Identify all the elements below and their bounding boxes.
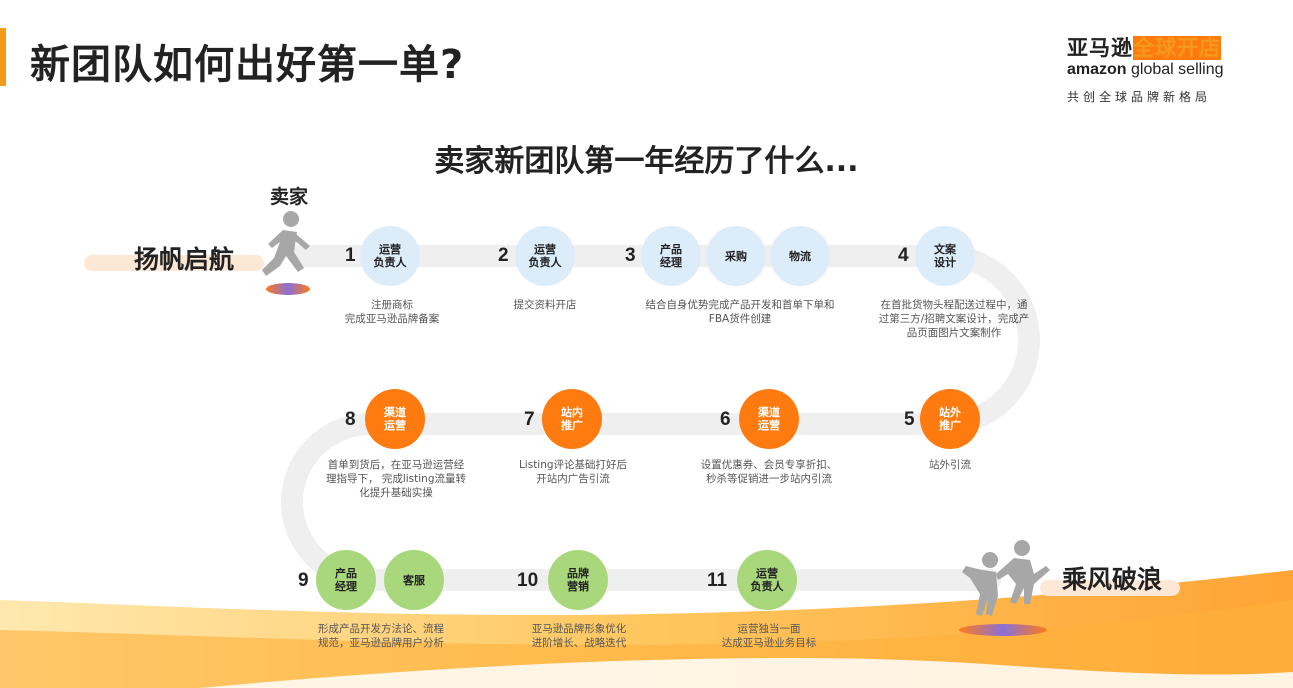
step-number: 6 [720, 409, 731, 430]
step-number: 1 [345, 245, 356, 266]
step-number: 10 [517, 570, 539, 591]
role-node: 运营 负责人 [737, 550, 797, 610]
role-node: 运营 负责人 [360, 226, 420, 286]
role-node: 渠道 运营 [739, 389, 799, 449]
step-description: 形成产品开发方法论、流程 规范，亚马逊品牌用户分析 [318, 623, 444, 649]
step-number: 7 [524, 409, 535, 430]
step-description: 运营独当一面 达成亚马逊业务目标 [721, 623, 817, 649]
role-node: 客服 [384, 550, 444, 610]
step-number: 4 [898, 245, 909, 266]
role-node: 产品 经理 [641, 226, 701, 286]
seller-label: 卖家 [270, 186, 309, 208]
step-number: 8 [345, 409, 356, 430]
section-subtitle: 卖家新团队第一年经历了什么... [434, 144, 859, 179]
step-description: 首单到货后，在亚马逊运营经 理指导下， 完成listing流量转 化提升基础实操 [326, 459, 466, 499]
end-label: 乘风破浪 [1062, 565, 1163, 594]
page-title: 新团队如何出好第一单? [30, 42, 465, 88]
role-node: 文案 设计 [915, 226, 975, 286]
step-description: 结合自身优势完成产品开发和首单下单和 FBA货件创建 [645, 299, 835, 325]
step-number: 5 [904, 409, 915, 430]
logo-en-text: amazon global selling [1067, 61, 1224, 78]
logo-cn-text: 亚马逊全球开店 [1067, 36, 1221, 60]
celebrating-people-icon [959, 540, 1050, 636]
role-node: 品牌 营销 [548, 550, 608, 610]
step-description: 注册商标 完成亚马逊品牌备案 [344, 299, 440, 325]
end-banner [1040, 580, 1180, 596]
role-node: 渠道 运营 [365, 389, 425, 449]
runner-icon [262, 211, 310, 295]
logo-slogan: 共创全球品牌新格局 [1067, 90, 1212, 104]
road-row-1 [289, 245, 1040, 435]
role-node: 产品 经理 [316, 550, 376, 610]
step-description: 设置优惠券、会员专享折扣、 秒杀等促销进一步站内引流 [700, 459, 838, 485]
step-number: 11 [707, 570, 728, 591]
role-node: 站内 推广 [542, 389, 602, 449]
bottom-wave-white [200, 658, 1293, 688]
step-description: 在首批货物头程配送过程中，通 过第三方/招聘文案设计，完成产 品页面图片文案制作 [878, 299, 1030, 339]
step-description: 亚马逊品牌形象优化 进阶增长、战略迭代 [531, 623, 627, 649]
step-description: Listing评论基础打好后 开站内广告引流 [518, 459, 628, 485]
step-number: 3 [625, 245, 636, 266]
step-number: 2 [498, 245, 509, 266]
amazon-global-selling-logo: 亚马逊全球开店 amazon global selling 共创全球品牌新格局 [1067, 36, 1231, 105]
step-description: 站外引流 [929, 459, 971, 471]
title-accent-bar [0, 28, 6, 86]
role-node: 物流 [770, 226, 830, 286]
role-node: 站外 推广 [920, 389, 980, 449]
step-number: 9 [298, 570, 309, 591]
start-banner [84, 255, 264, 271]
role-node: 运营 负责人 [515, 226, 575, 286]
start-label: 扬帆启航 [134, 245, 235, 274]
step-description: 提交资料开店 [513, 299, 577, 311]
role-node: 采购 [706, 226, 766, 286]
